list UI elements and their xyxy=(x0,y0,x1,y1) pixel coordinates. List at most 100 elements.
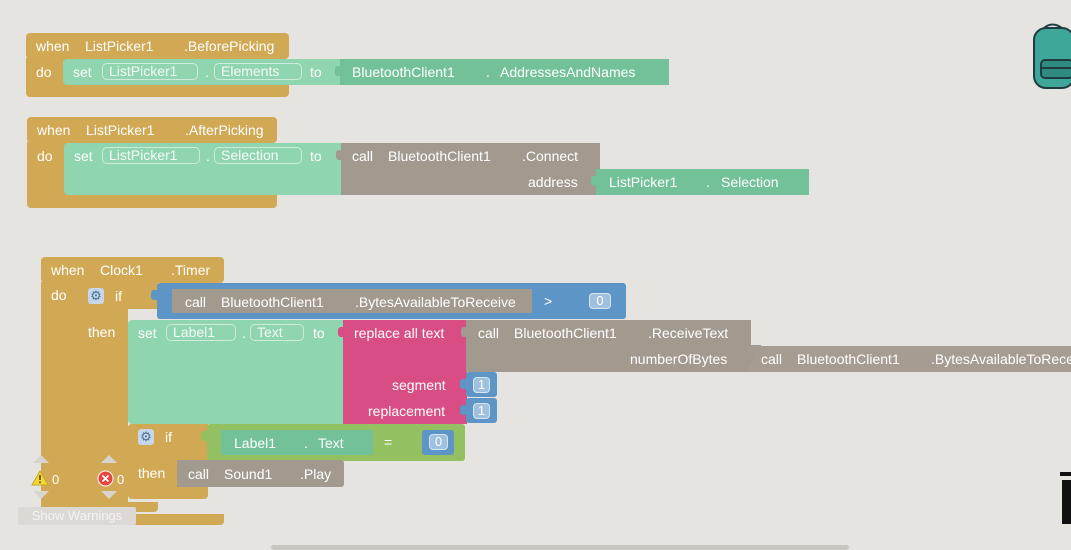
replace-all-text-block[interactable] xyxy=(343,320,467,424)
getter-component[interactable]: ListPicker1 xyxy=(609,174,678,190)
if-keyword: if xyxy=(165,429,172,445)
operator-dropdown[interactable]: = xyxy=(384,434,393,450)
operator-dropdown[interactable]: > xyxy=(544,293,553,309)
when-keyword: when xyxy=(37,122,71,138)
component-dropdown[interactable]: ListPicker1 xyxy=(86,122,155,138)
warning-up-arrow[interactable] xyxy=(33,455,49,463)
call-component[interactable]: BluetoothClient1 xyxy=(797,351,900,367)
do-keyword: do xyxy=(36,64,52,80)
do-keyword: do xyxy=(51,287,67,303)
backpack-icon[interactable] xyxy=(1032,22,1071,92)
call-method: .BytesAvailableToReceive xyxy=(355,294,516,310)
component-property-getter[interactable] xyxy=(596,169,809,195)
error-down-arrow[interactable] xyxy=(101,491,117,499)
set-property-dropdown[interactable]: Text xyxy=(250,324,304,341)
to-keyword: to xyxy=(313,325,325,341)
dot-separator: . xyxy=(304,435,308,451)
event-name: .AfterPicking xyxy=(185,122,264,138)
getter-component[interactable]: BluetoothClient1 xyxy=(352,64,455,80)
gear-icon[interactable]: ⚙ xyxy=(138,429,154,445)
event-header xyxy=(26,33,289,59)
number-field[interactable]: 0 xyxy=(429,434,448,450)
dot-separator: . xyxy=(706,174,710,190)
warning-down-arrow[interactable] xyxy=(33,491,49,499)
gear-icon[interactable]: ⚙ xyxy=(88,288,104,304)
trash-icon[interactable] xyxy=(1058,470,1071,526)
set-component-dropdown[interactable]: ListPicker1 xyxy=(102,63,198,80)
if-keyword: if xyxy=(115,288,122,304)
getter-property[interactable]: AddressesAndNames xyxy=(500,64,636,80)
method-call-block[interactable] xyxy=(177,460,344,487)
event-header xyxy=(27,117,277,143)
component-property-getter[interactable] xyxy=(221,430,373,455)
set-keyword: set xyxy=(138,325,157,341)
argument-label: address xyxy=(528,174,578,190)
method-call-block[interactable] xyxy=(341,143,600,195)
argument-label: numberOfBytes xyxy=(630,351,728,367)
set-component-dropdown[interactable]: ListPicker1 xyxy=(102,147,200,164)
set-component-dropdown[interactable]: Label1 xyxy=(166,324,236,341)
number-field[interactable]: 1 xyxy=(473,403,490,419)
puzzle-tab xyxy=(460,379,470,389)
call-component[interactable]: BluetoothClient1 xyxy=(221,294,324,310)
call-keyword: call xyxy=(478,325,500,341)
replacement-label: replacement xyxy=(368,403,446,419)
show-warnings-button[interactable]: Show Warnings xyxy=(18,507,136,525)
to-keyword: to xyxy=(310,148,322,164)
puzzle-tab xyxy=(335,66,345,76)
component-dropdown[interactable]: Clock1 xyxy=(100,262,143,278)
call-method: .Play xyxy=(300,466,332,482)
set-keyword: set xyxy=(73,64,92,80)
to-keyword: to xyxy=(310,64,322,80)
error-up-arrow[interactable] xyxy=(101,455,117,463)
number-field[interactable]: 0 xyxy=(589,293,611,309)
method-call-block[interactable] xyxy=(466,320,751,346)
call-component[interactable]: BluetoothClient1 xyxy=(514,325,617,341)
if-block-left-bar xyxy=(128,459,178,489)
method-call-arg-row xyxy=(466,345,761,372)
call-method: .Connect xyxy=(522,148,579,164)
set-block[interactable] xyxy=(128,320,348,424)
set-property-dropdown[interactable]: Selection xyxy=(214,147,302,164)
call-keyword: call xyxy=(188,466,210,482)
puzzle-tab xyxy=(460,405,470,415)
call-keyword: call xyxy=(185,294,207,310)
event-footer xyxy=(26,84,289,97)
set-property-dropdown[interactable]: Elements xyxy=(214,63,302,80)
call-component[interactable]: BluetoothClient1 xyxy=(388,148,491,164)
puzzle-tab xyxy=(461,327,471,337)
method-call-block[interactable] xyxy=(172,289,532,313)
error-count: 0 xyxy=(117,472,125,487)
warning-icon xyxy=(31,469,49,486)
component-property-getter[interactable] xyxy=(340,59,669,85)
horizontal-scrollbar[interactable] xyxy=(271,545,849,550)
when-keyword: when xyxy=(51,262,85,278)
if-block-footer xyxy=(128,487,208,499)
event-footer xyxy=(27,195,277,208)
dot-separator: . xyxy=(486,64,490,80)
puzzle-tab xyxy=(336,150,346,160)
segment-label: segment xyxy=(392,377,446,393)
puzzle-tab xyxy=(151,290,161,300)
puzzle-tab xyxy=(744,353,754,363)
method-call-block[interactable] xyxy=(749,346,1071,372)
event-name: .Timer xyxy=(171,262,211,278)
call-keyword: call xyxy=(761,351,783,367)
number-field[interactable]: 1 xyxy=(473,377,490,393)
getter-property[interactable]: Text xyxy=(318,435,344,451)
puzzle-tab xyxy=(338,327,348,337)
when-keyword: when xyxy=(36,38,70,54)
do-keyword: do xyxy=(37,148,53,164)
call-keyword: call xyxy=(352,148,374,164)
dot-separator: . xyxy=(242,325,246,341)
event-left-bar xyxy=(26,58,66,88)
component-dropdown[interactable]: ListPicker1 xyxy=(85,38,154,54)
event-header xyxy=(41,257,224,283)
call-component[interactable]: Sound1 xyxy=(224,466,273,482)
then-keyword: then xyxy=(138,465,166,481)
getter-component[interactable]: Label1 xyxy=(234,435,277,451)
getter-property[interactable]: Selection xyxy=(721,174,779,190)
dot-separator: . xyxy=(206,148,210,164)
puzzle-tab xyxy=(201,431,211,441)
warning-count: 0 xyxy=(52,472,60,487)
